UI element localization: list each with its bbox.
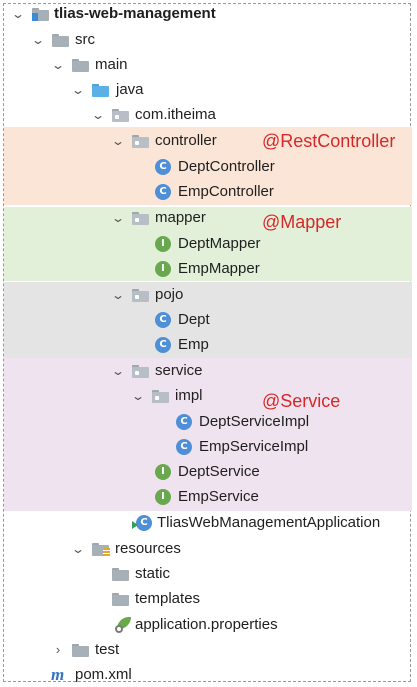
class-icon: C	[176, 439, 192, 455]
tree-node-dept-service-impl[interactable]: C DeptServiceImpl	[0, 410, 340, 434]
tree-node-impl[interactable]: ⌄ impl	[0, 384, 250, 408]
package-icon	[132, 289, 149, 302]
chevron-down-icon[interactable]: ⌄	[70, 542, 86, 556]
tree-node-service[interactable]: ⌄ service	[0, 359, 260, 383]
tree-node-static[interactable]: static	[0, 562, 250, 586]
tree-node-controller[interactable]: ⌄ controller	[0, 129, 260, 153]
spring-boot-run-class-icon: C	[132, 515, 152, 531]
chevron-right-icon[interactable]: ›	[55, 642, 61, 657]
package-icon	[132, 135, 149, 148]
pojo-highlight	[4, 282, 412, 358]
folder-icon	[72, 644, 89, 657]
chevron-down-icon[interactable]: ⌄	[110, 134, 126, 148]
tree-node-pom[interactable]: m pom.xml	[0, 663, 200, 687]
tree-node-emp[interactable]: C Emp	[0, 333, 300, 357]
class-icon: C	[155, 184, 171, 200]
class-icon: C	[155, 159, 171, 175]
chevron-down-icon[interactable]: ⌄	[30, 33, 46, 47]
tree-node-emp-mapper[interactable]: I EmpMapper	[0, 257, 300, 281]
chevron-down-icon[interactable]: ⌄	[130, 389, 146, 403]
tree-node-application-properties[interactable]: application.properties	[0, 613, 320, 637]
class-icon: C	[155, 312, 171, 328]
tree-node-resources[interactable]: ⌄ resources	[0, 537, 250, 561]
chevron-down-icon[interactable]: ⌄	[110, 211, 126, 225]
chevron-down-icon[interactable]: ⌄	[110, 288, 126, 302]
tree-node-dept[interactable]: C Dept	[0, 308, 300, 332]
chevron-down-icon[interactable]: ⌄	[10, 7, 26, 21]
interface-icon: I	[155, 261, 171, 277]
tree-node-dept-mapper[interactable]: I DeptMapper	[0, 232, 300, 256]
annotation-rest-controller: @RestController	[262, 131, 396, 151]
tree-node-templates[interactable]: templates	[0, 587, 250, 611]
package-icon	[152, 390, 169, 403]
chevron-down-icon[interactable]: ⌄	[70, 83, 86, 97]
chevron-down-icon[interactable]: ⌄	[90, 108, 106, 122]
spring-config-icon	[115, 617, 131, 633]
controller-highlight	[4, 127, 412, 205]
tree-node-mapper[interactable]: ⌄ mapper	[0, 206, 260, 230]
tree-node-src[interactable]: ⌄ src	[0, 28, 200, 52]
interface-icon: I	[155, 489, 171, 505]
folder-icon	[112, 568, 129, 581]
annotation-mapper: @Mapper	[262, 212, 342, 232]
resources-folder-icon	[92, 543, 110, 556]
chevron-down-icon[interactable]: ⌄	[110, 364, 126, 378]
interface-icon: I	[155, 464, 171, 480]
tree-node-root[interactable]: ⌄ tlias-web-management	[0, 2, 300, 26]
tree-node-application-class[interactable]: C TliasWebManagementApplication	[0, 511, 411, 535]
tree-node-main[interactable]: ⌄ main	[0, 53, 200, 77]
tree-node-dept-controller[interactable]: C DeptController	[0, 155, 300, 179]
class-icon: C	[155, 337, 171, 353]
maven-icon: m	[51, 665, 65, 684]
interface-icon: I	[155, 236, 171, 252]
service-highlight	[4, 358, 412, 511]
package-icon	[112, 109, 129, 122]
mapper-highlight	[4, 207, 412, 281]
source-folder-icon	[92, 84, 109, 97]
annotation-service: @Service	[262, 391, 341, 411]
tree-node-package[interactable]: ⌄ com.itheima	[0, 103, 250, 127]
chevron-down-icon[interactable]: ⌄	[50, 58, 66, 72]
tree-node-emp-service[interactable]: I EmpService	[0, 485, 300, 509]
class-icon: C	[176, 414, 192, 430]
package-icon	[132, 212, 149, 225]
package-icon	[132, 365, 149, 378]
folder-icon	[52, 34, 69, 47]
tree-node-test[interactable]: › test	[0, 638, 200, 662]
tree-node-emp-service-impl[interactable]: C EmpServiceImpl	[0, 435, 340, 459]
tree-node-pojo[interactable]: ⌄ pojo	[0, 283, 260, 307]
tree-node-dept-service[interactable]: I DeptService	[0, 460, 300, 484]
module-folder-icon	[32, 8, 49, 21]
tree-node-java[interactable]: ⌄ java	[0, 78, 200, 102]
tree-node-emp-controller[interactable]: C EmpController	[0, 180, 300, 204]
folder-icon	[72, 59, 89, 72]
folder-icon	[112, 593, 129, 606]
